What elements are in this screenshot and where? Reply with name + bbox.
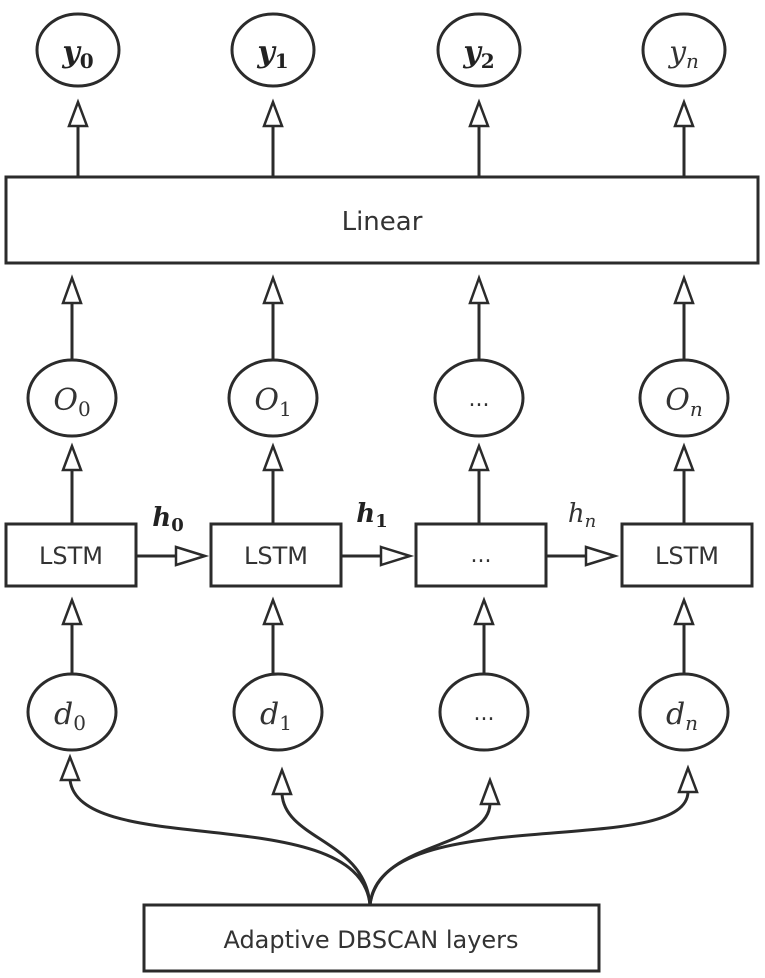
output-yn-base: y [667, 35, 687, 70]
input-node-dn: dn [638, 672, 730, 752]
input-node-d1: d1 [232, 672, 324, 752]
lstm-cell-ellipsis: ... [414, 522, 548, 588]
output-y0-base: y [61, 35, 82, 70]
input-d1-sub: 1 [279, 711, 292, 735]
hidden-state-arrow-hn: hn [546, 499, 620, 567]
state-to-linear-arrows [61, 274, 695, 360]
input-dn-sub: n [685, 711, 698, 735]
svg-text:d0: d0 [54, 697, 86, 735]
svg-text:y2: y2 [462, 35, 494, 73]
output-y1-base: y [256, 35, 277, 70]
state-node-ellipsis: ... [433, 358, 525, 438]
input-d1-base: d [260, 697, 279, 732]
input-node-ellipsis: ... [438, 672, 530, 752]
lstm-cell-0-label: LSTM [39, 542, 103, 570]
input-ellipsis-label: ... [474, 701, 495, 726]
hidden-hn-sub: n [585, 511, 597, 532]
hidden-hn-base: h [568, 499, 585, 529]
adaptive-dbscan-layers-box: Adaptive DBSCAN layers [142, 903, 601, 973]
source-label: Adaptive DBSCAN layers [223, 926, 518, 954]
hidden-h1-base: h [356, 499, 375, 529]
lstm-cell-ellipsis-label: ... [471, 543, 492, 568]
svg-text:yn: yn [667, 35, 699, 73]
state-o1-sub: 1 [279, 397, 292, 421]
output-y2-base: y [462, 35, 483, 70]
lstm-cell-1-label: LSTM [244, 542, 308, 570]
input-to-lstm-arrows [61, 596, 695, 676]
state-on-base: O [665, 383, 690, 418]
output-y2-sub: 2 [481, 49, 495, 73]
input-node-d0: d0 [26, 672, 118, 752]
svg-text:y1: y1 [256, 35, 288, 73]
lstm-cell-1: LSTM [209, 522, 343, 588]
state-o1-base: O [254, 383, 279, 418]
svg-text:hn: hn [568, 499, 596, 532]
hidden-state-arrow-h1: h1 [341, 499, 415, 567]
output-node-y1: y1 [230, 12, 316, 88]
output-node-yn: yn [641, 12, 727, 88]
input-dn-base: d [666, 697, 685, 732]
hidden-h0-sub: 0 [171, 515, 184, 536]
lstm-cell-n: LSTM [620, 522, 754, 588]
svg-text:On: On [665, 383, 703, 421]
state-on-sub: n [690, 397, 703, 421]
lstm-to-state-arrows [61, 442, 695, 524]
svg-text:d1: d1 [260, 697, 292, 735]
output-node-y2: y2 [436, 12, 522, 88]
state-o0-sub: 0 [78, 397, 91, 421]
svg-text:dn: dn [666, 697, 698, 735]
lstm-cell-0: LSTM [4, 522, 138, 588]
lstm-cell-n-label: LSTM [655, 542, 719, 570]
svg-text:y0: y0 [61, 35, 93, 73]
svg-text:O1: O1 [254, 383, 291, 421]
linear-to-output-arrows [67, 98, 695, 177]
input-d0-base: d [54, 697, 73, 732]
input-d0-sub: 0 [73, 711, 86, 735]
linear-label: Linear [342, 207, 423, 237]
output-y0-sub: 0 [80, 49, 94, 73]
state-node-o0: O0 [26, 358, 118, 438]
state-node-o1: O1 [227, 358, 319, 438]
hidden-h0-base: h [152, 503, 171, 533]
svg-text:O0: O0 [53, 383, 90, 421]
linear-layer: Linear [4, 175, 760, 265]
output-node-y0: y0 [35, 12, 121, 88]
state-node-on: On [638, 358, 730, 438]
hidden-state-arrow-h0: h0 [136, 503, 210, 567]
svg-text:h0: h0 [152, 503, 183, 536]
svg-text:h1: h1 [356, 499, 387, 532]
hidden-h1-sub: 1 [375, 511, 388, 532]
state-o0-base: O [53, 383, 78, 418]
output-yn-sub: n [686, 49, 699, 73]
state-ellipsis-label: ... [469, 387, 490, 412]
output-y1-sub: 1 [275, 49, 289, 73]
source-fanout-arrows [59, 753, 699, 906]
